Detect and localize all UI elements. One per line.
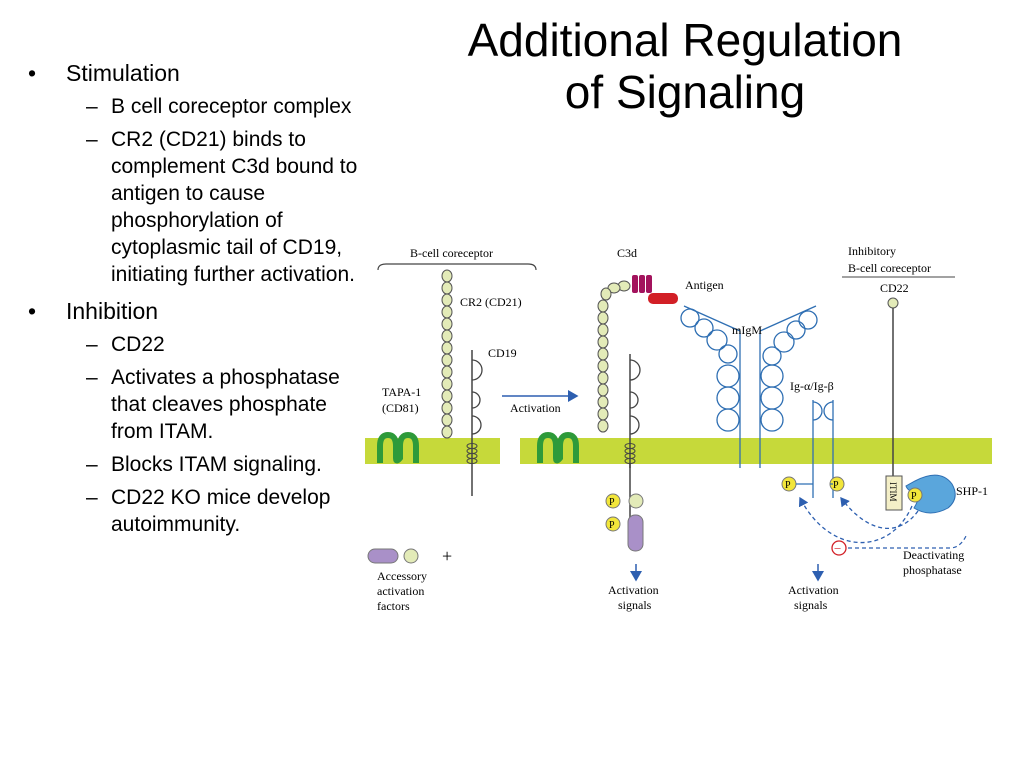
title-line-1: Additional Regulation	[467, 14, 903, 66]
label-cd22: CD22	[880, 281, 909, 295]
label-ig-ab: Ig-α/Ig-β	[790, 379, 834, 393]
coreceptor-bracket	[377, 263, 537, 271]
label-accessory-3: factors	[377, 599, 410, 613]
title-line-2: of Signaling	[564, 66, 806, 118]
accessory-factor-bound	[627, 514, 644, 552]
accessory-circle	[628, 493, 644, 509]
phospho-circle	[605, 493, 621, 509]
tapa1-right	[537, 431, 579, 464]
accessory-legend-circle	[403, 548, 419, 564]
label-deactivating: Deactivating	[903, 548, 964, 562]
slide-title: Additional Regulation of Signaling	[400, 14, 970, 118]
label-cd81: (CD81)	[382, 401, 419, 415]
label-cr2: CR2 (CD21)	[460, 295, 522, 309]
accessory-legend-oval	[367, 548, 399, 564]
membrane-left	[365, 438, 500, 464]
cd19-coil-right	[624, 443, 636, 464]
phospho-label: P	[911, 491, 917, 502]
label-activation: Activation	[510, 401, 561, 415]
plus-sign: +	[442, 546, 452, 566]
deactivation-link	[848, 535, 967, 549]
label-migm: mIgM	[732, 323, 762, 337]
minus-sign: −	[834, 541, 841, 556]
label-inhibitory-coreceptor: B-cell coreceptor	[848, 261, 931, 275]
phospho-label: P	[609, 520, 615, 531]
deactivation-arrow-2	[840, 496, 919, 530]
phospho-label: P	[609, 497, 615, 508]
label-tapa1: TAPA-1	[382, 385, 421, 399]
label-activation-signals-right-2: signals	[794, 598, 828, 612]
migm-receptor	[680, 305, 818, 468]
phospho-circle	[605, 516, 621, 532]
label-shp1: SHP-1	[956, 484, 988, 498]
cr2-chain-right	[597, 280, 631, 433]
antigen-shape	[648, 293, 678, 304]
sub-bullet: CR2 (CD21) binds to complement C3d bound…	[22, 126, 362, 288]
phospho-label: P	[833, 480, 839, 491]
cd19-loops-right	[629, 359, 641, 435]
bullet-list: Stimulation B cell coreceptor complex CR…	[22, 56, 362, 538]
minus-circle	[831, 540, 847, 556]
cd22-head	[887, 297, 899, 309]
sub-bullet: Blocks ITAM signaling.	[22, 451, 362, 478]
cd19-coil-left	[466, 443, 478, 464]
signaling-diagram: B-cell coreceptor TAPA-1 (CD81) CR2 (CD2…	[360, 236, 1000, 631]
label-c3d: C3d	[617, 246, 637, 260]
phospho-circle-shp1	[907, 487, 923, 503]
sub-bullet: B cell coreceptor complex	[22, 93, 362, 120]
tapa1-left	[377, 431, 419, 464]
label-activation-signals-right: Activation	[788, 583, 839, 597]
label-accessory-2: activation	[377, 584, 424, 598]
membrane-right	[520, 438, 992, 464]
cr2-chain-left	[441, 269, 453, 439]
sub-bullet: Activates a phosphatase that cleaves pho…	[22, 364, 362, 445]
label-cd19: CD19	[488, 346, 517, 360]
itim-box	[885, 475, 903, 511]
sub-bullet: CD22 KO mice develop autoimmunity.	[22, 484, 362, 538]
signaling-diagram-svg: B-cell coreceptor TAPA-1 (CD81) CR2 (CD2…	[365, 244, 992, 613]
label-itim: ITIM	[888, 482, 898, 502]
label-activation-signals-2: signals	[618, 598, 652, 612]
label-accessory: Accessory	[377, 569, 427, 583]
bullet-stimulation: Stimulation	[22, 60, 362, 87]
label-phosphatase: phosphatase	[903, 563, 962, 577]
bullet-inhibition: Inhibition	[22, 298, 362, 325]
cd19-loops-left	[471, 359, 483, 435]
c3d-shape	[632, 275, 652, 293]
label-antigen: Antigen	[685, 278, 724, 292]
phospho-label: P	[785, 480, 791, 491]
sub-bullet: CD22	[22, 331, 362, 358]
label-bcell-coreceptor: B-cell coreceptor	[410, 246, 493, 260]
label-inhibitory: Inhibitory	[848, 244, 896, 258]
label-activation-signals: Activation	[608, 583, 659, 597]
